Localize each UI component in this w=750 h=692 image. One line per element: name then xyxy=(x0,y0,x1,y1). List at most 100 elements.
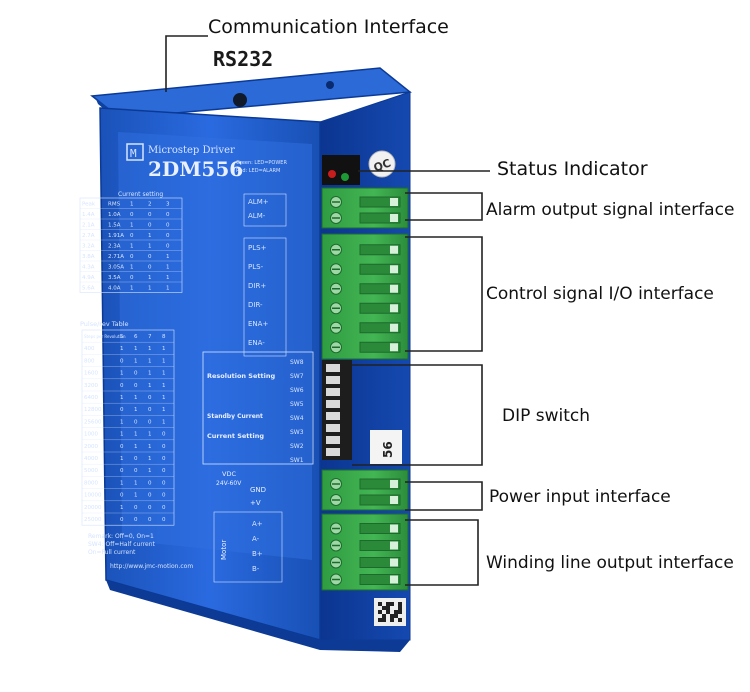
dip-lever[interactable] xyxy=(326,424,340,432)
current-table-cell: 1 xyxy=(166,286,170,292)
control-pin-label: DIR+ xyxy=(248,282,266,290)
current-table-cell: 1 xyxy=(130,286,134,292)
comm-callout-line xyxy=(165,35,208,92)
terminal-socket[interactable] xyxy=(359,196,401,208)
socket-opening xyxy=(390,304,398,313)
terminal-socket[interactable] xyxy=(359,283,401,295)
control-callout-bracket xyxy=(405,236,483,352)
socket-opening xyxy=(390,496,398,504)
terminal-socket[interactable] xyxy=(359,557,401,568)
terminal-socket[interactable] xyxy=(359,322,401,334)
qr-module xyxy=(398,610,402,614)
pulse-table-cell: 1 xyxy=(120,371,124,377)
current-table-cell: 1 xyxy=(166,275,170,281)
gnd-pin-label: GND xyxy=(250,486,266,494)
vplus-pin-label: +V xyxy=(250,499,261,507)
pulse-table-cell: 1 xyxy=(162,395,166,401)
bottom-flange xyxy=(106,580,410,652)
terminal-socket[interactable] xyxy=(359,244,401,256)
pulse-table-cell: 1 xyxy=(134,346,138,352)
pulse-table-cell: 1 xyxy=(148,383,152,389)
dip-lever[interactable] xyxy=(326,448,340,456)
motor-pin-label: B+ xyxy=(252,550,263,558)
dip-switch-housing xyxy=(322,360,352,460)
pulse-table-cell: 1 xyxy=(148,371,152,377)
current-table-cell: 1.4A xyxy=(82,212,95,218)
motor-terminal-block xyxy=(321,513,409,591)
pulse-table-cell: 0 xyxy=(148,505,152,511)
socket-opening xyxy=(390,541,398,550)
dip-lever[interactable] xyxy=(326,412,340,420)
current-table-cell: 1 xyxy=(148,286,152,292)
resolution-setting-label: Resolution Setting xyxy=(207,372,275,380)
pulse-table-cell: 0 xyxy=(148,480,152,486)
pulse-table-cell: 12800 xyxy=(84,407,102,413)
brand-label: Microstep Driver xyxy=(148,145,235,156)
pulse-table-cell: 25600 xyxy=(84,419,102,425)
qr-module xyxy=(382,618,386,622)
pulse-table-cell: 1 xyxy=(120,419,124,425)
qr-module xyxy=(386,606,390,610)
current-table-cell: 1.0A xyxy=(108,212,121,218)
qr-module xyxy=(386,610,390,614)
terminal-socket[interactable] xyxy=(359,263,401,275)
dip-lever[interactable] xyxy=(326,400,340,408)
terminal-socket[interactable] xyxy=(359,574,401,585)
pulse-table-cell: 1 xyxy=(120,432,124,438)
pulse-table-cell: 0 xyxy=(162,517,166,523)
pulse-table-cell: 0 xyxy=(134,371,138,377)
communication-interface-label: Communication Interface xyxy=(208,16,449,38)
qr-module xyxy=(394,614,398,618)
dip-lever[interactable] xyxy=(326,436,340,444)
socket-opening xyxy=(390,323,398,332)
pulse-table-cell: 8 xyxy=(162,334,166,340)
status-indicator-label: Status Indicator xyxy=(497,158,648,180)
alarm-terminal-block xyxy=(321,187,409,229)
terminal-socket[interactable] xyxy=(359,302,401,314)
pulse-table-cell: 0 xyxy=(148,407,152,413)
remark-1: Remark: Off=0, On=1 xyxy=(88,533,154,540)
side-model-tag xyxy=(370,430,402,464)
pulse-table-cell: 1 xyxy=(162,358,166,364)
current-table-cell: 3.5A xyxy=(108,275,121,281)
socket-opening xyxy=(390,265,398,274)
alarm-pin-box xyxy=(243,193,287,227)
power-interface-label: Power input interface xyxy=(489,487,671,507)
current-table-cell: 1.91A xyxy=(108,233,124,239)
dip-lever[interactable] xyxy=(326,388,340,396)
socket-opening xyxy=(390,343,398,352)
pulse-table-cell: 1 xyxy=(148,444,152,450)
qr-module xyxy=(382,614,386,618)
pulse-table-cell: 1 xyxy=(148,432,152,438)
terminal-socket[interactable] xyxy=(359,341,401,353)
pulse-table-cell: 1 xyxy=(134,432,138,438)
pulse-table-cell: 6400 xyxy=(84,395,98,401)
dip-lever[interactable] xyxy=(326,376,340,384)
terminal-socket[interactable] xyxy=(359,523,401,534)
dip-lever[interactable] xyxy=(326,364,340,372)
current-table-cell: 0 xyxy=(166,244,170,250)
terminal-socket[interactable] xyxy=(359,212,401,224)
current-table-cell: 0 xyxy=(166,212,170,218)
current-setting-label: Current Setting xyxy=(207,432,264,440)
pulse-table-cell: 1 xyxy=(162,419,166,425)
qr-module xyxy=(394,610,398,614)
switch-number-label: SW4 xyxy=(290,415,304,422)
terminal-socket[interactable] xyxy=(359,478,401,490)
pulse-table-cell: 8000 xyxy=(84,480,98,486)
pulse-table-cell: 800 xyxy=(84,358,95,364)
current-table-cell: 1 xyxy=(148,244,152,250)
rs232-label: RS232 xyxy=(213,47,274,71)
terminal-socket[interactable] xyxy=(359,494,401,506)
pulse-table-cell: 5000 xyxy=(84,468,98,474)
pulse-table-cell: 1600 xyxy=(84,371,98,377)
pulse-table-cell: 0 xyxy=(120,517,124,523)
logo-mark xyxy=(126,143,144,161)
terminal-blocks xyxy=(321,187,409,591)
qr-module xyxy=(390,614,394,618)
pulse-table-cell: 0 xyxy=(120,383,124,389)
vdc-label: VDC xyxy=(222,470,236,478)
pulse-table-cell: 1 xyxy=(120,480,124,486)
terminal-socket[interactable] xyxy=(359,540,401,551)
current-table-cell: 0 xyxy=(130,254,134,260)
